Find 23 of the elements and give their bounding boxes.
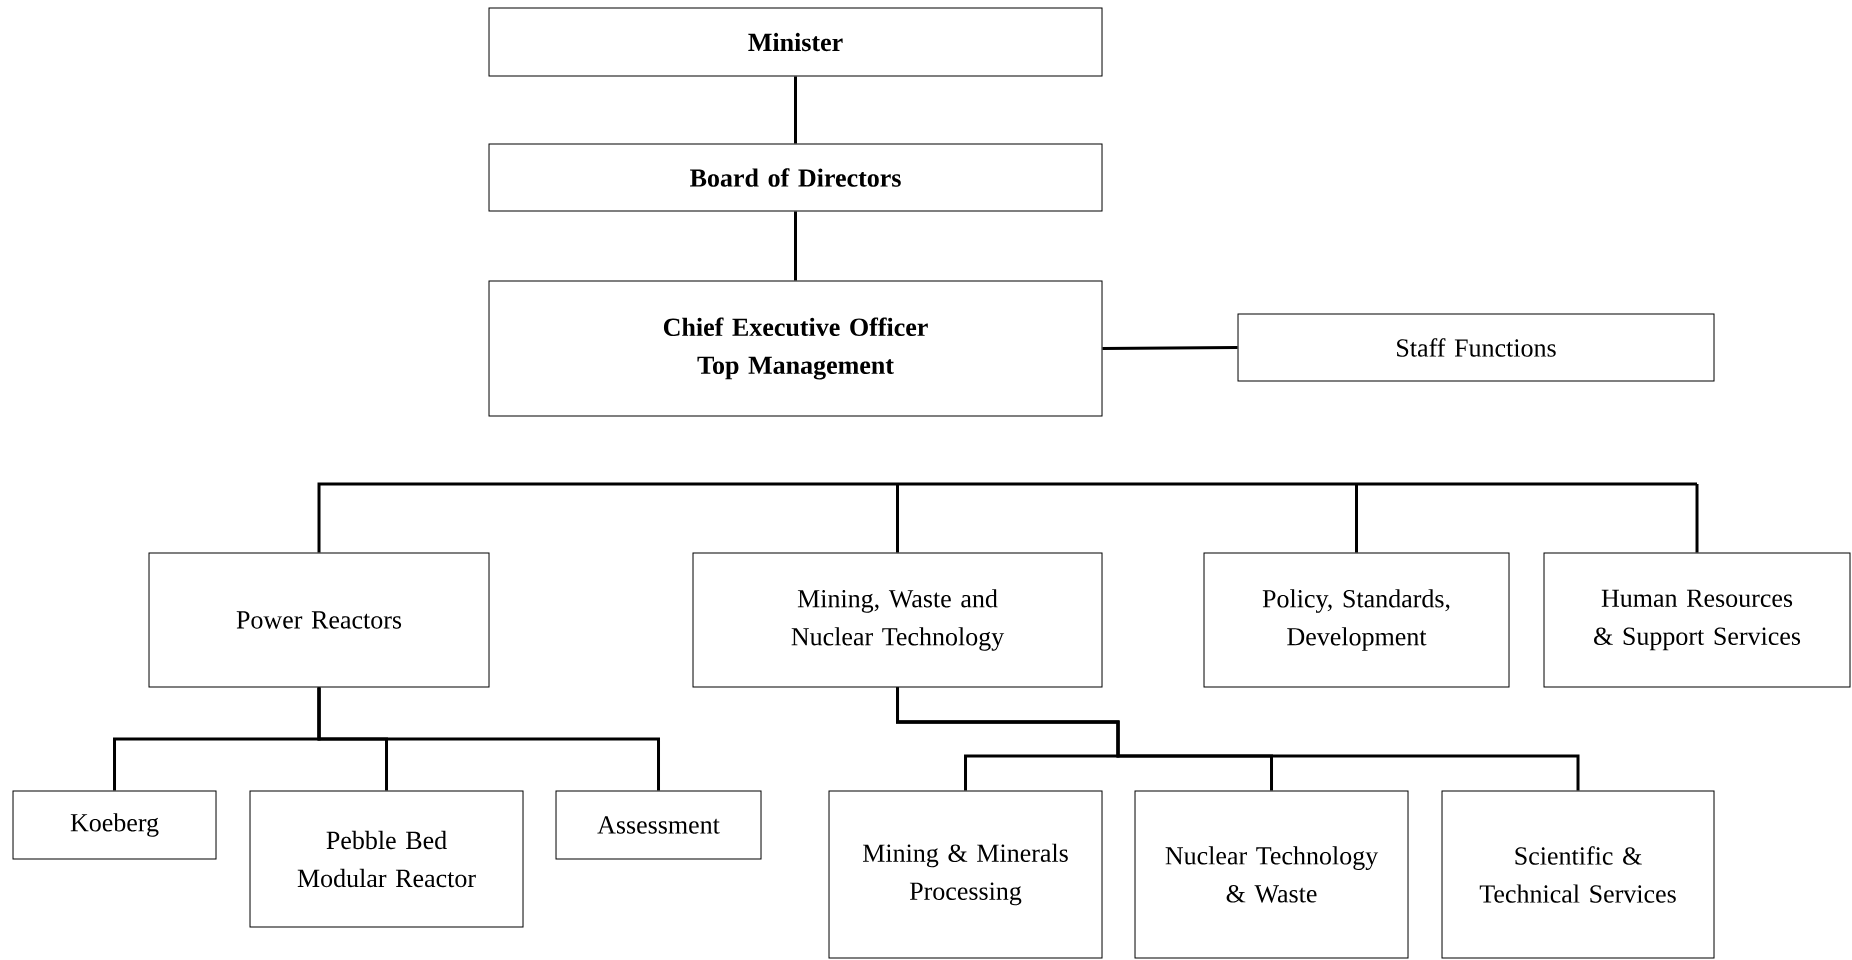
org-box: Policy, Standards, Development — [1203, 552, 1510, 688]
org-box: Human Resources & Support Services — [1543, 552, 1851, 688]
org-box: Chief Executive Officer Top Management — [488, 280, 1103, 417]
org-box: Mining & Minerals Processing — [828, 790, 1103, 959]
connector-line — [896, 484, 899, 553]
org-box: Board of Directors — [488, 143, 1103, 212]
connector-line — [794, 211, 797, 281]
org-box: Minister — [488, 7, 1103, 77]
connector-line — [317, 482, 1697, 553]
org-box: Power Reactors — [148, 552, 490, 688]
connector-line — [1102, 346, 1238, 350]
connector-line — [1355, 484, 1358, 553]
org-box: Koeberg — [12, 790, 217, 860]
connector-line — [1695, 484, 1699, 553]
org-box: Assessment — [555, 790, 762, 860]
connector-line — [794, 76, 797, 144]
org-box: Staff Functions — [1237, 313, 1715, 382]
org-box: Nuclear Technology & Waste — [1134, 790, 1409, 959]
connector-line — [317, 687, 660, 791]
org-box: Mining, Waste and Nuclear Technology — [692, 552, 1103, 688]
connector-line — [896, 687, 1580, 791]
org-box: Pebble Bed Modular Reactor — [249, 790, 524, 928]
org-box: Scientific & Technical Services — [1441, 790, 1715, 959]
